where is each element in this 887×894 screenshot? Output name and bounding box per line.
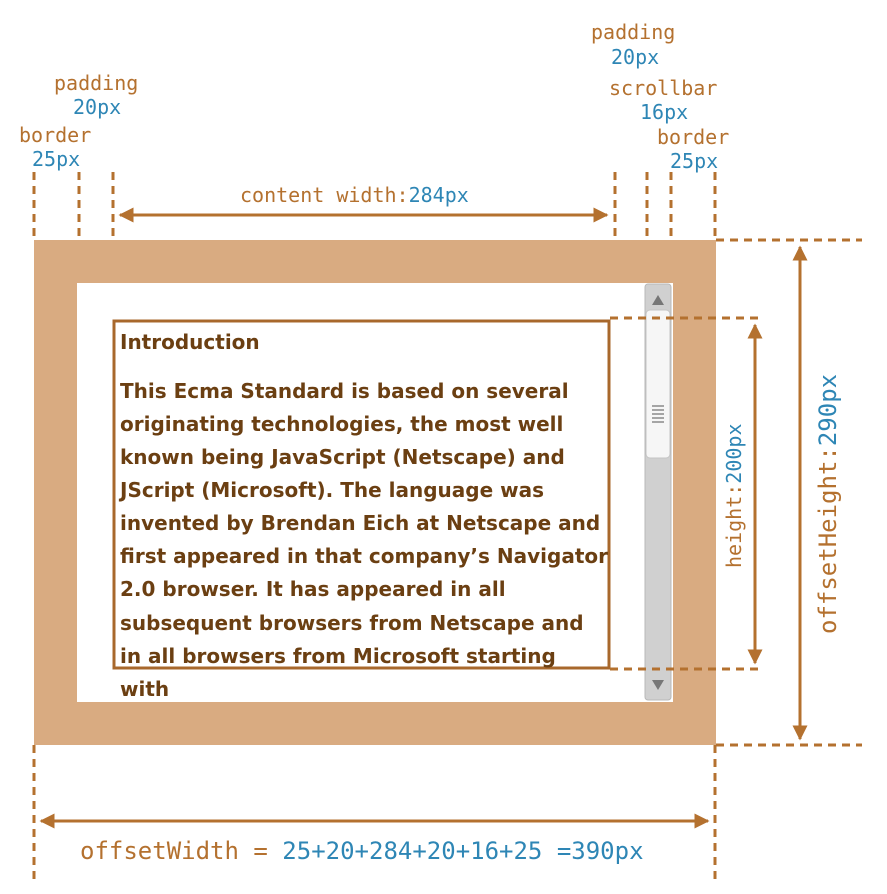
offset-width-label: offsetWidth = 25+20+284+20+16+25 =390px <box>80 837 644 865</box>
paragraph-line: first appeared in that company’s Navigat… <box>120 544 608 568</box>
right-guides <box>610 238 862 747</box>
top-guides <box>32 172 717 240</box>
content-paragraph: This Ecma Standard is based on several o… <box>118 379 608 701</box>
element-padding-area <box>77 283 673 702</box>
paragraph-line: subsequent browsers from Netscape and <box>120 611 584 635</box>
paragraph-line: invented by Brendan Eich at Netscape and <box>120 511 600 535</box>
border-right-label: border <box>657 125 729 149</box>
content-width-name: content width: <box>240 183 409 207</box>
scrollbar-thumb[interactable] <box>645 309 671 459</box>
border-right-value: 25px <box>670 149 718 173</box>
paragraph-line: 2.0 browser. It has appeared in all <box>120 577 506 601</box>
scrollbar-label: scrollbar <box>609 76 717 100</box>
arrow-down-icon[interactable] <box>652 680 664 690</box>
paragraph-line: in all browsers from Microsoft starting <box>120 644 556 668</box>
height-label: height:200px <box>722 423 746 568</box>
paragraph-line: with <box>120 677 169 701</box>
offset-width-value: 390px <box>571 837 643 865</box>
paragraph-line: originating technologies, the most well <box>120 412 563 436</box>
padding-left-label: padding <box>54 71 138 95</box>
paragraph-line: known being JavaScript (Netscape) and <box>120 445 565 469</box>
padding-right-value: 20px <box>611 45 659 69</box>
paragraph-line: This Ecma Standard is based on several <box>120 379 569 403</box>
scrollbar-value: 16px <box>640 100 688 124</box>
offset-height-name: offsetHeight: <box>814 446 842 634</box>
offset-height-value: 290px <box>814 374 842 446</box>
height-value: 200px <box>722 423 746 483</box>
grip-icon <box>652 405 664 423</box>
bottom-guides <box>32 745 717 880</box>
content-width-label: content width:284px <box>240 183 469 207</box>
padding-left-value: 20px <box>73 95 121 119</box>
content-heading: Introduction <box>120 330 260 354</box>
scrollbar[interactable] <box>644 283 672 701</box>
arrow-up-icon[interactable] <box>652 295 664 305</box>
offset-height-label: offsetHeight:290px <box>814 374 842 634</box>
content-box-outline <box>112 319 611 670</box>
content-width-value: 284px <box>409 183 469 207</box>
border-left-label: border <box>19 123 91 147</box>
offset-width-name: offsetWidth = <box>80 837 282 865</box>
paragraph-line: JScript (Microsoft). The language was <box>118 478 544 502</box>
offset-width-formula: 25+20+284+20+16+25 = <box>282 837 571 865</box>
height-name: height: <box>722 484 746 568</box>
border-left-value: 25px <box>32 147 80 171</box>
padding-right-label: padding <box>591 20 675 44</box>
